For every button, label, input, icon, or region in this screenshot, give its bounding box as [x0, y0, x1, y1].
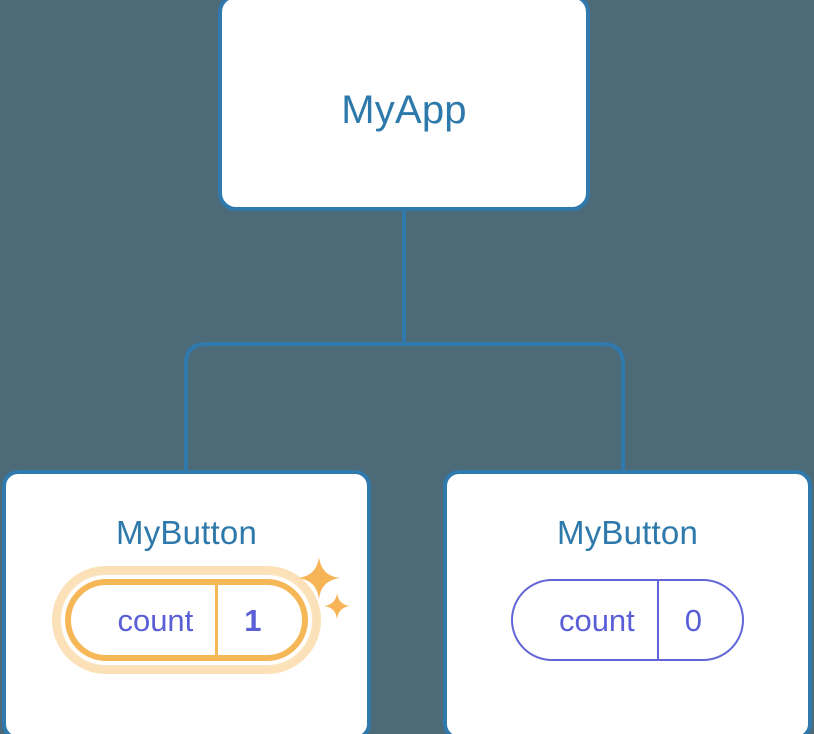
node-mybutton-0-title: MyButton: [116, 514, 257, 551]
node-mybutton-1-title: MyButton: [557, 514, 698, 551]
state-key-0: count: [117, 602, 194, 638]
state-pill-wrap-1: count 0: [510, 579, 745, 661]
connector-branch-bus: [184, 342, 625, 470]
node-mybutton-1[interactable]: MyButton count 0: [443, 470, 812, 734]
state-key-1: count: [558, 602, 635, 638]
node-mybutton-0[interactable]: MyButton count 1: [2, 470, 371, 734]
sparkle-small-icon: [323, 593, 350, 619]
state-value-1: 0: [684, 602, 703, 638]
state-pill-divider-1: [656, 581, 659, 659]
state-pill-1[interactable]: count 0: [510, 579, 745, 661]
node-myapp[interactable]: MyApp: [218, 0, 590, 211]
state-pill-0[interactable]: count 1: [65, 579, 308, 661]
state-pill-wrap-0: count 1: [52, 557, 350, 674]
state-pill-glow-outer: [52, 566, 321, 674]
state-pill-divider-0: [215, 585, 219, 655]
state-value-0: 1: [244, 602, 262, 638]
node-myapp-title: MyApp: [341, 87, 467, 132]
state-pill-glow-inner: [58, 572, 315, 668]
